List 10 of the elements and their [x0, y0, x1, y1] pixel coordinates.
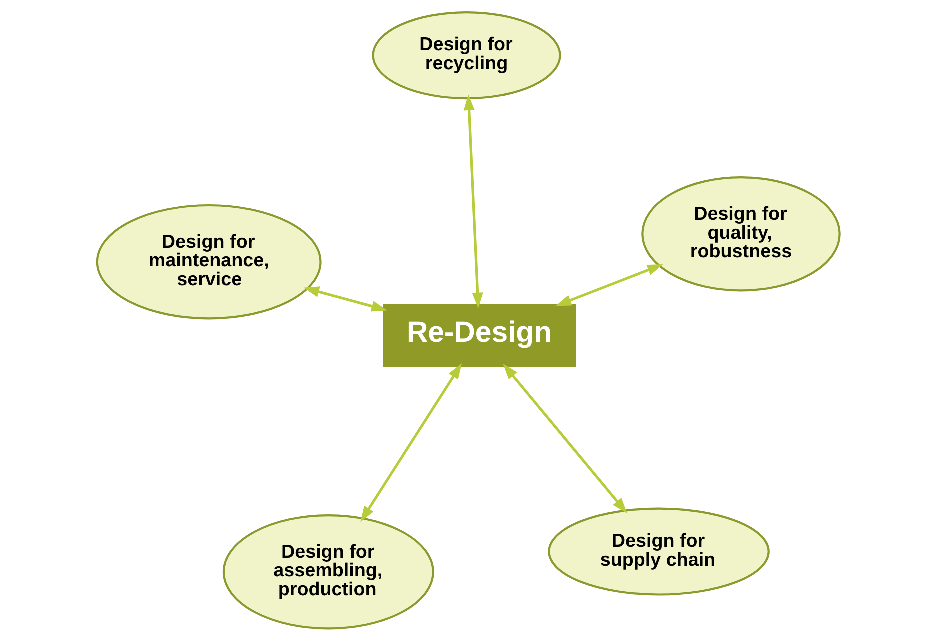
node-ellipse: Design for quality, robustness — [641, 176, 840, 292]
arrow — [303, 286, 387, 312]
node-ellipse: Design for supply chain — [548, 508, 770, 596]
arrow — [463, 94, 483, 309]
arrow — [360, 363, 462, 522]
node-box: Re-Design — [382, 304, 576, 368]
arrow — [555, 264, 663, 306]
node-ellipse: Design for recycling — [372, 12, 561, 100]
node-ellipse: Design for assembling, production — [222, 514, 434, 630]
arrow — [502, 364, 627, 514]
